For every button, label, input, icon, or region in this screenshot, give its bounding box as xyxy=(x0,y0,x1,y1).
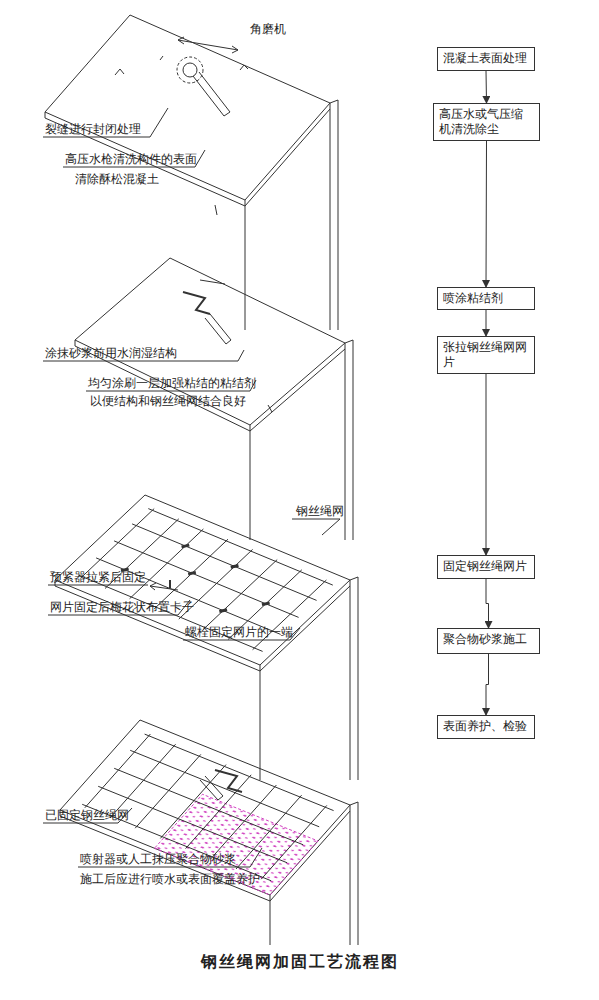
process-text: 喷涂粘结剂 xyxy=(443,291,529,306)
callout-label: 均匀涂刷一层加强粘结的粘结剂 xyxy=(88,376,256,390)
slab-panel-1 xyxy=(43,15,338,330)
flow-arrow xyxy=(486,654,489,715)
flow-arrow xyxy=(486,310,487,336)
callout-label: 预紧器拉紧后固定 xyxy=(50,570,146,584)
process-text: 张拉钢丝绳网网片 xyxy=(443,340,529,370)
flow-arrow xyxy=(486,71,488,103)
callout-label: 涂抹砂浆前用水润湿结构 xyxy=(45,346,177,360)
callout-label: 已固定钢丝绳网 xyxy=(45,808,129,822)
process-box: 固定钢丝绳网片 xyxy=(437,555,535,579)
process-text: 高压水或气压缩机清洗除尘 xyxy=(439,107,534,137)
callout-label: 网片固定后梅花状布置卡子 xyxy=(50,600,194,614)
flow-arrow xyxy=(486,141,488,287)
process-box: 张拉钢丝绳网网片 xyxy=(437,336,535,374)
callout-label: 钢丝绳网 xyxy=(296,504,344,518)
slab-panel-3 xyxy=(48,495,358,780)
callout-label: 高压水枪清洗构件的表面 xyxy=(65,152,197,166)
callout-label: 角磨机 xyxy=(250,22,286,36)
slab-panel-2 xyxy=(43,258,353,540)
process-text: 固定钢丝绳网片 xyxy=(443,559,529,574)
callout-label: 喷射器或人工抹压聚合物砂浆 xyxy=(80,852,236,866)
process-box: 喷涂粘结剂 xyxy=(437,287,535,310)
callout-label: 清除酥松混凝土 xyxy=(75,172,159,186)
process-text: 混凝土表面处理 xyxy=(443,51,529,66)
process-box: 表面养护、检验 xyxy=(437,715,535,739)
flow-arrow xyxy=(486,374,487,555)
figure-caption: 钢丝绳网加固工艺流程图 xyxy=(0,952,599,973)
callout-label: 螺栓固定网片的一端 xyxy=(185,625,293,639)
process-box: 混凝土表面处理 xyxy=(437,47,535,71)
callout-label: 裂缝进行封闭处理 xyxy=(45,122,141,136)
callout-label: 以便结构和钢丝绳网结合良好 xyxy=(90,394,246,408)
slab-panel-4 xyxy=(43,720,358,945)
process-box: 高压水或气压缩机清洗除尘 xyxy=(433,103,540,141)
process-text: 聚合物砂浆施工 xyxy=(443,632,534,647)
callout-label: 施工后应进行喷水或表面覆盖养护 xyxy=(80,872,260,886)
flow-arrow xyxy=(486,579,489,628)
process-box: 聚合物砂浆施工 xyxy=(437,628,540,654)
process-text: 表面养护、检验 xyxy=(443,719,529,734)
